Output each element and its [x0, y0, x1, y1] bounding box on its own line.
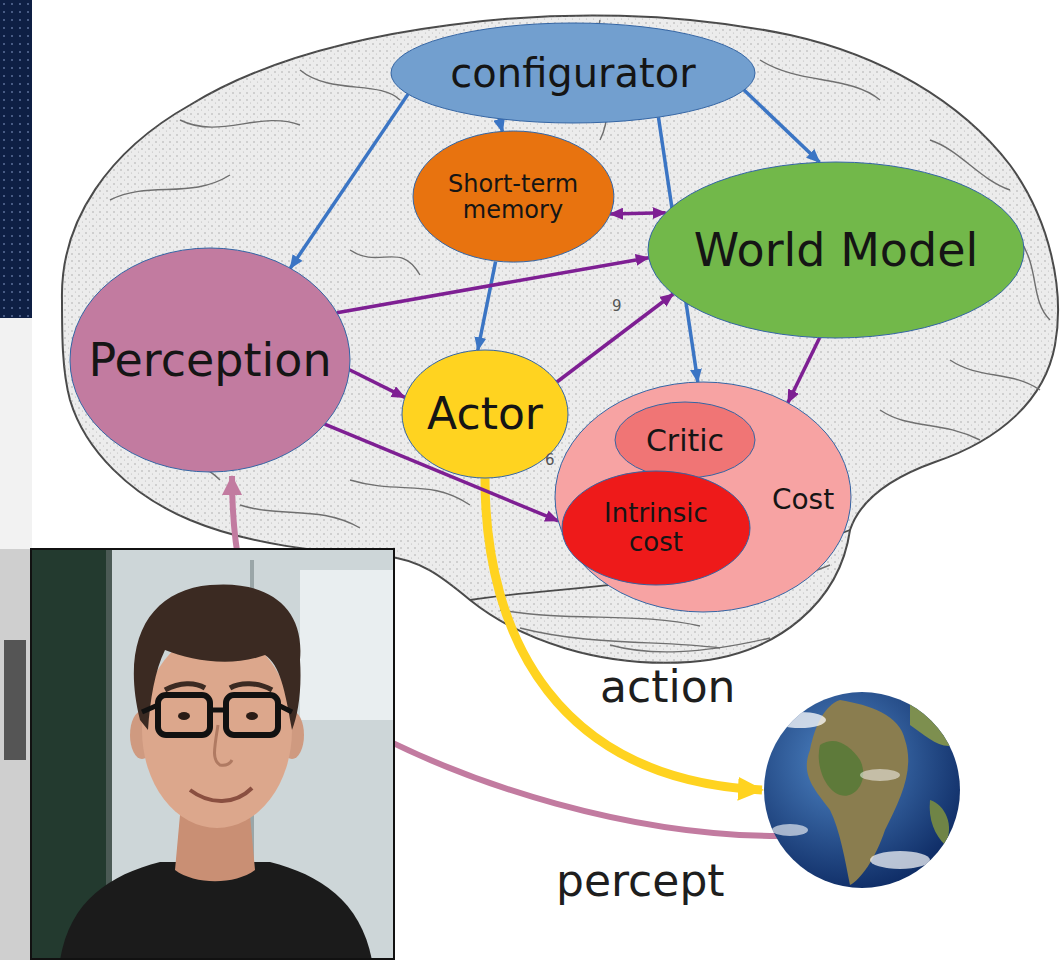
- area-number: 9: [612, 298, 622, 315]
- ellipse-fill: [562, 471, 750, 585]
- connector-arrow: [349, 370, 404, 398]
- critic-ellipse: Critic: [615, 402, 755, 478]
- module-name: configurator: [450, 51, 695, 95]
- light-strip: [0, 318, 32, 549]
- connector-arrow: [744, 90, 820, 162]
- earth-ocean: [764, 692, 960, 888]
- module-name: Critic: [646, 424, 724, 457]
- connector-arrow: [290, 94, 408, 268]
- world-model-ellipse: World Model: [648, 162, 1024, 338]
- ellipse-fill: [391, 23, 755, 123]
- background-object: [4, 640, 26, 760]
- ellipse-fill: [555, 382, 851, 612]
- connector-arrow: [478, 262, 496, 351]
- configurator-ellipse: configurator: [391, 23, 755, 123]
- connector-arrow: [499, 119, 503, 132]
- ellipse-fill: [615, 402, 755, 478]
- module-name: Short-term memory: [428, 171, 598, 224]
- connector-arrow: [610, 213, 666, 214]
- connector-arrow: [337, 258, 649, 313]
- intrinsic-cost-ellipse: Intrinsic cost: [562, 471, 750, 585]
- module-name: Cost: [772, 485, 834, 516]
- module-name: World Model: [694, 225, 979, 276]
- panel-dots: [0, 0, 32, 318]
- photo-frame: [31, 549, 394, 959]
- dark-panel: [0, 0, 32, 318]
- grey-strip: [0, 549, 32, 960]
- area-number: 6: [545, 452, 555, 469]
- flow-label: percept: [556, 856, 725, 907]
- module-name: Perception: [88, 335, 331, 386]
- actor-ellipse: Actor: [402, 350, 568, 478]
- module-name: Actor: [427, 390, 543, 438]
- label-anchor: percept: [556, 856, 725, 907]
- label-anchor: 6: [545, 452, 555, 469]
- earth-land: [772, 700, 955, 885]
- earth-globe: [764, 692, 960, 888]
- cost-ellipse: Cost CriticIntrinsic cost: [555, 382, 851, 612]
- left-panel: [0, 0, 32, 960]
- label-anchor: action: [600, 662, 735, 713]
- ellipse-fill: [402, 350, 568, 478]
- connector-arrow: [557, 294, 673, 382]
- memory-ellipse: Short-term memory: [413, 131, 614, 262]
- flow-label: action: [600, 662, 735, 713]
- portrait-photo: [31, 549, 394, 960]
- ellipse-fill: [413, 131, 614, 262]
- perception-ellipse: Perception: [70, 248, 350, 472]
- ellipse-fill: [70, 248, 350, 472]
- module-name: Intrinsic cost: [591, 499, 721, 556]
- label-anchor: 9: [612, 298, 622, 315]
- ellipse-fill: [648, 162, 1024, 338]
- connector-arrow: [788, 338, 820, 403]
